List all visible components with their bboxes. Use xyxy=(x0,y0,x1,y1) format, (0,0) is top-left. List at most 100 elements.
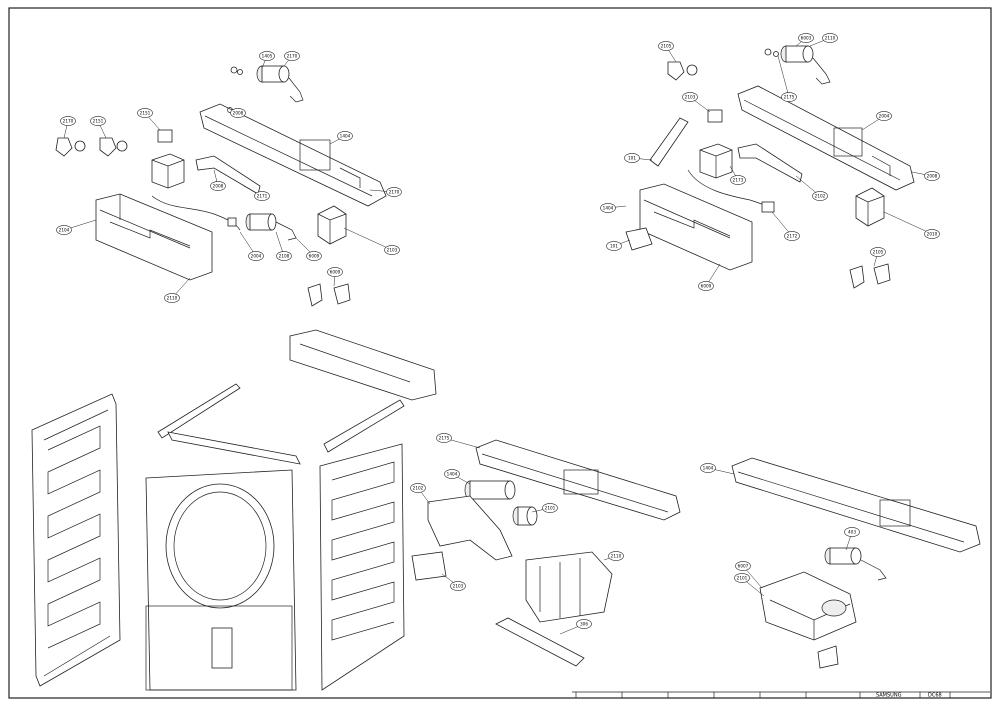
part-callout: 2110 xyxy=(164,277,191,303)
callout-bubble xyxy=(259,51,275,61)
curved-bracket-part xyxy=(195,155,261,195)
hinge-clip-parts xyxy=(307,283,351,307)
callout-bubble xyxy=(600,203,616,213)
callout-label: 2171 xyxy=(257,194,268,199)
callout-label: 6009 xyxy=(330,270,341,275)
callout-label: 2175 xyxy=(784,95,795,100)
callout-label: 2008 xyxy=(233,111,244,116)
callout-label: 2175 xyxy=(439,436,450,441)
part-callout: 2173 xyxy=(729,165,746,185)
relay-part xyxy=(699,143,733,179)
callout-bubble xyxy=(576,619,592,629)
callout-label: 2103 xyxy=(685,95,696,100)
part-callout: 2004 xyxy=(239,231,264,261)
part-callout: 2103 xyxy=(343,227,400,255)
callout-bubble xyxy=(606,241,622,251)
part-callout: 2105 xyxy=(870,247,886,267)
callout-bubble xyxy=(248,251,264,261)
part-callout: 2108 xyxy=(275,231,292,261)
part-callout: 2175 xyxy=(777,55,797,102)
callout-label: 2010 xyxy=(927,232,938,237)
right-side-panel-part xyxy=(319,443,405,691)
callout-bubble xyxy=(386,187,402,197)
callout-bubble xyxy=(608,551,624,561)
callout-bubble xyxy=(230,108,246,118)
callout-bubble xyxy=(90,116,106,126)
callout-label: 2103 xyxy=(453,584,464,589)
top-left-assembly xyxy=(55,65,387,307)
callout-label: 2110 xyxy=(611,554,622,559)
callout-bubble xyxy=(436,433,452,443)
callout-label: 6003 xyxy=(801,36,812,41)
callout-bubble xyxy=(624,153,640,163)
callout-label: 6009 xyxy=(701,284,712,289)
callout-label: 1405 xyxy=(262,54,273,59)
callout-bubble xyxy=(542,503,558,513)
part-callout: 2010 xyxy=(883,211,940,239)
small-motor-part xyxy=(227,213,297,241)
callout-label: 2110 xyxy=(825,36,836,41)
callout-bubble xyxy=(698,281,714,291)
terminal-block-part xyxy=(625,227,653,251)
callout-bubble xyxy=(137,108,153,118)
cover-cap-part xyxy=(317,205,347,245)
callout-bubble xyxy=(327,267,343,277)
switch-parts xyxy=(667,61,723,123)
part-callout: 1404 xyxy=(329,131,353,145)
part-callout: 403 xyxy=(844,527,860,551)
callout-label: 2004 xyxy=(879,114,890,119)
callout-bubble xyxy=(870,247,886,257)
callout-label: 403 xyxy=(848,530,856,535)
callout-bubble xyxy=(784,231,800,241)
part-callout: 6009 xyxy=(295,237,322,261)
top-rail-part xyxy=(157,383,241,439)
long-bracket-part xyxy=(737,85,915,191)
brand-label: SAMSUNG xyxy=(876,693,902,699)
callout-label: 2151 xyxy=(140,111,151,116)
left-side-panel-part xyxy=(31,393,121,687)
callout-label: 306 xyxy=(580,622,588,627)
callout-label: 2108 xyxy=(279,254,290,259)
callout-bubble xyxy=(410,483,426,493)
callout-bubble xyxy=(658,41,674,51)
callout-bubble xyxy=(924,229,940,239)
side-rail-part xyxy=(649,117,689,167)
callout-bubble xyxy=(384,245,400,255)
blower-assembly-part xyxy=(759,571,857,641)
bottom-right-assembly xyxy=(731,457,981,669)
part-callout: 2170 xyxy=(60,116,76,139)
callout-bubble xyxy=(56,225,72,235)
callout-label: 2102 xyxy=(413,486,424,491)
front-frame-part xyxy=(167,431,301,465)
callout-label: 1404 xyxy=(340,134,351,139)
callout-label: 2170 xyxy=(63,119,74,124)
callout-label: 2102 xyxy=(815,194,826,199)
callout-bubble xyxy=(306,251,322,261)
callout-bubble xyxy=(844,527,860,537)
long-bracket-part xyxy=(731,457,981,553)
part-callout: 1404 xyxy=(700,463,735,475)
callout-leader xyxy=(883,211,933,235)
part-callout: 2008 xyxy=(210,169,226,191)
long-bracket-part xyxy=(475,439,681,521)
part-callout: 2170 xyxy=(283,51,300,67)
part-callout: 2101 xyxy=(734,573,765,597)
cabinet-assembly xyxy=(31,329,437,691)
callout-label: 1404 xyxy=(703,466,714,471)
part-callout: 2170 xyxy=(369,187,402,197)
bracket-clip-part xyxy=(817,645,839,669)
drawing-border xyxy=(8,7,992,699)
long-bracket-part xyxy=(199,103,387,207)
callout-label: 6009 xyxy=(309,254,320,259)
part-callout: 2110 xyxy=(603,551,624,561)
curved-bracket-part xyxy=(737,143,803,183)
part-callout: 2101 xyxy=(531,503,558,513)
callout-bubble xyxy=(276,251,292,261)
motor-part xyxy=(464,480,538,526)
callout-label: 2008 xyxy=(927,174,938,179)
part-callout: 6009 xyxy=(327,267,343,287)
callout-bubble xyxy=(700,463,716,473)
upper-housing-part xyxy=(289,329,437,401)
callout-label: 2008 xyxy=(213,184,224,189)
